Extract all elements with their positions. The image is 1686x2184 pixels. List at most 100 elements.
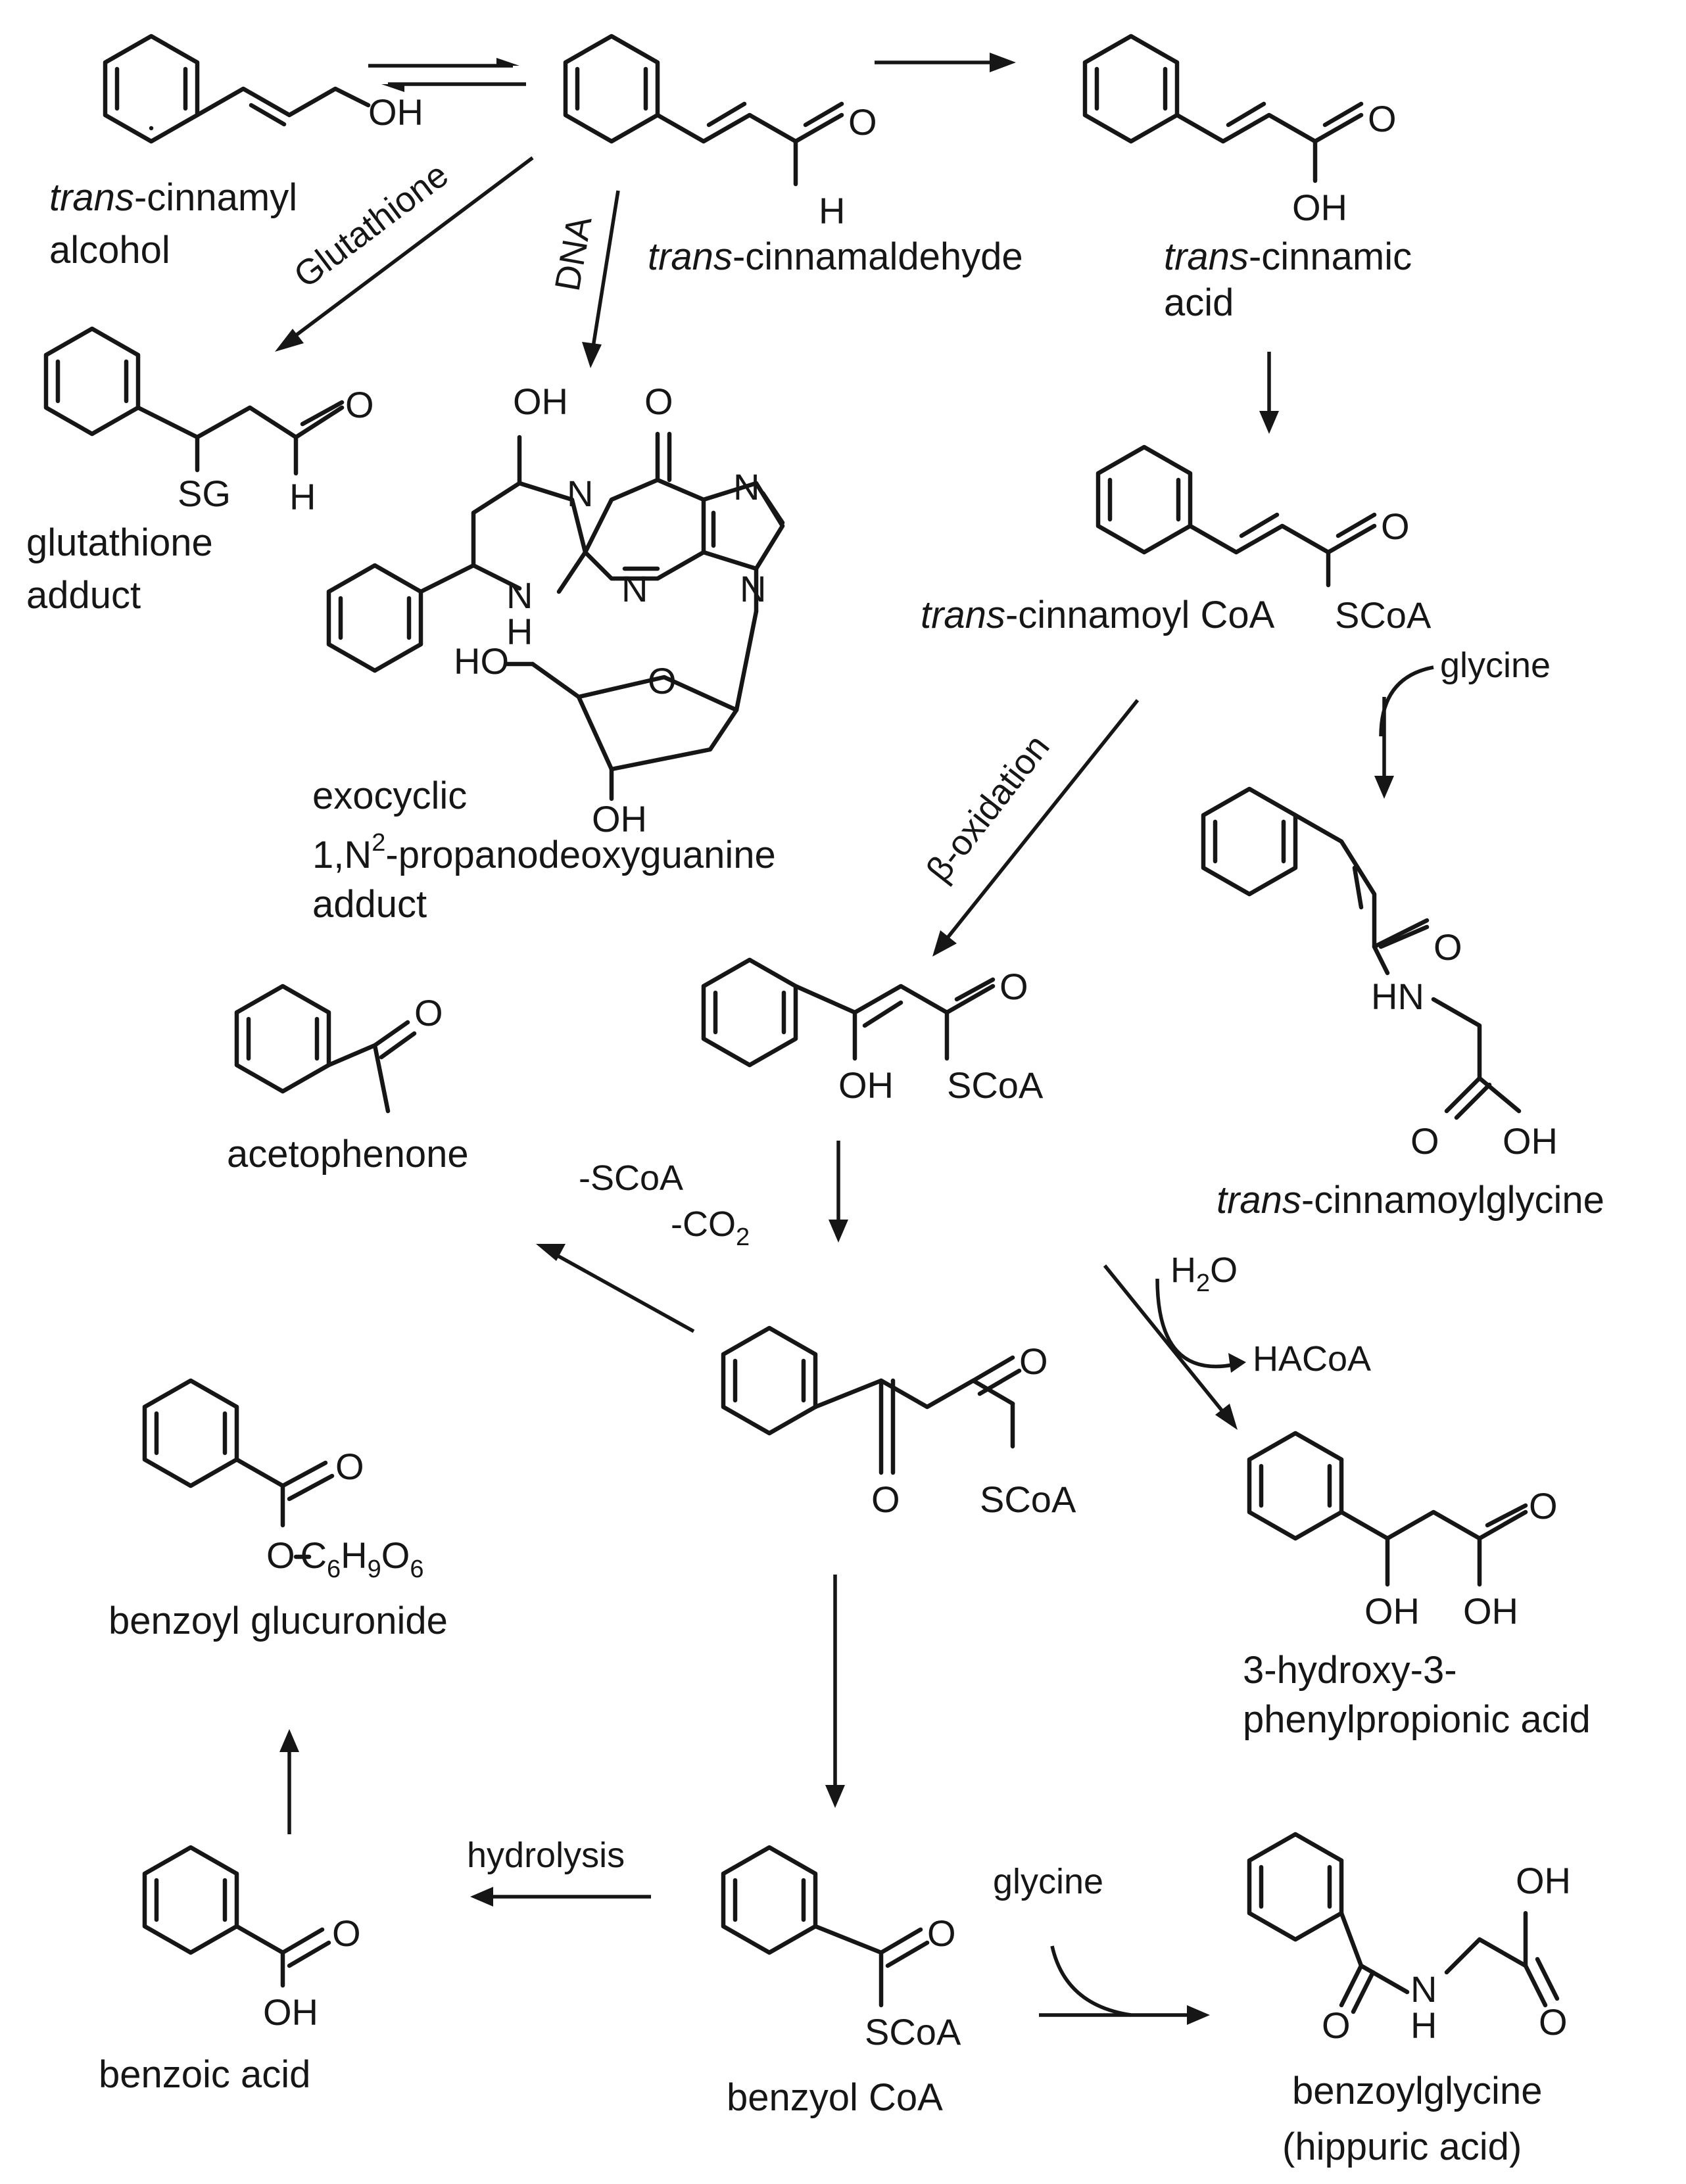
glutathione-adduct-structure: O SG H (43, 326, 374, 517)
atom-o-enol: O (1000, 966, 1028, 1007)
label-cinnamic-acid-2: acid (1164, 281, 1234, 324)
atom-oh-cgly: OH (1503, 1120, 1558, 1162)
atom-h: H (819, 190, 845, 231)
atom-o-keto2: O (871, 1479, 900, 1520)
atom-n-hip: N (1410, 1968, 1437, 2010)
label-cinnamic-acid: trans-cinnamic (1164, 235, 1412, 278)
reaction-water: H2O (1170, 1250, 1238, 1297)
arrow-glycine-bottom (1039, 1945, 1210, 2025)
atom-oh-acid: OH (1292, 187, 1347, 228)
atom-o: O (848, 101, 877, 143)
atom-o1-hip: O (1322, 2005, 1351, 2046)
arrow-to-cinnamoyl-coa (1259, 352, 1279, 434)
atom-o-cgly: O (1433, 926, 1462, 968)
arrow-beta-oxidation (932, 699, 1140, 957)
atom-o-gsh: O (345, 384, 374, 425)
label-dna-adduct: exocyclic (312, 774, 467, 817)
atom-o-hpa: O (1529, 1485, 1558, 1527)
atom-oh-enol: OH (838, 1064, 894, 1106)
atom-scoa-bzcoa: SCoA (865, 2011, 961, 2053)
arrow-to-acetophenone (536, 1244, 695, 1333)
label-hippuric-acid: (hippuric acid) (1282, 2125, 1522, 2168)
label-cinnamyl-alcohol-2: alcohol (49, 229, 170, 272)
label-acetophenone: acetophenone (227, 1133, 469, 1175)
label-benzoic-acid: benzoic acid (99, 2053, 310, 2096)
arrow-to-benzoyl-coa (825, 1575, 845, 1808)
atom-scoa-keto: SCoA (980, 1479, 1076, 1520)
atom-o-gluc: O (335, 1446, 364, 1487)
atom-scoa-cinnamoyl: SCoA (1335, 594, 1432, 636)
atom-o-bzcoa: O (927, 1912, 956, 1954)
atom-ho-sugar: HO (454, 640, 509, 682)
atom-o-cinnamoyl: O (1381, 506, 1410, 547)
arrow-oxidation (875, 53, 1016, 72)
label-cinnamyl-alcohol: trans-cinnamyl (49, 176, 297, 219)
atom-sg: SG (178, 473, 231, 514)
atom-n1: N (567, 473, 593, 514)
atom-o-sugar: O (648, 660, 677, 701)
benzoylglycine-structure: OH N H O O (1247, 1832, 1571, 2046)
atom-o-keto1: O (1019, 1341, 1048, 1382)
atom-o2-cgly: O (1410, 1120, 1439, 1162)
label-hydroxy-acid: 3-hydroxy-3- (1243, 1649, 1457, 1692)
reaction-dna: DNA (548, 213, 600, 294)
benzoic-acid-structure: O OH (142, 1845, 361, 2033)
reaction-glycine-bottom: glycine (993, 1862, 1103, 1901)
atom-h-gsh: H (289, 476, 316, 517)
arrow-glycine-top (1374, 665, 1434, 799)
arrow-glutathione (275, 156, 534, 352)
label-glutathione-adduct: glutathione (26, 521, 213, 564)
arrow-hydrolysis (470, 1887, 651, 1907)
atom-oh-ring: OH (513, 381, 568, 422)
atom-o-benzoic: O (332, 1912, 361, 1954)
atom-oh-benzoic: OH (263, 1991, 318, 2033)
reaction-beta-oxidation: β-oxidation (919, 727, 1057, 889)
reaction-glycine-top: glycine (1440, 646, 1551, 685)
reaction-hydrolysis: hydrolysis (467, 1836, 625, 1875)
reaction-glutathione: Glutathione (287, 154, 456, 295)
cinnamyl-alcohol-structure: OH (103, 34, 423, 144)
atom-n7: N (733, 466, 759, 508)
atom-o-aceto: O (414, 992, 443, 1033)
cinnamaldehyde-structure: O H (563, 34, 877, 231)
label-benzoylglycine: benzoylglycine (1292, 2070, 1542, 2112)
atom-hn-cgly: HN (1371, 976, 1424, 1017)
atom-o-carbonyl: O (644, 381, 673, 422)
atom-oh1-hpa: OH (1364, 1590, 1420, 1632)
reaction-haco: HACoA (1253, 1339, 1371, 1379)
hydroxy-phenylpropionic-acid-structure: O OH OH (1247, 1431, 1558, 1632)
label-benzoyl-coa: benzyol CoA (727, 2076, 943, 2119)
cinnamoylglycine-structure: O HN O OH (1201, 786, 1558, 1162)
atom-o-acid: O (1368, 98, 1397, 139)
arrow-enol-to-keto (829, 1141, 848, 1243)
label-glutathione-adduct-2: adduct (26, 574, 141, 617)
benzoyl-coa-structure: O SCoA (721, 1845, 961, 2053)
arrow-dna (582, 190, 620, 368)
atom-oh-sugar: OH (592, 798, 647, 840)
reaction-minus-scoa: -SCoA (579, 1158, 683, 1198)
atom-nh: N (506, 575, 533, 616)
atom-scoa-enol: SCoA (947, 1064, 1044, 1106)
cinnamic-acid-structure: O OH (1082, 34, 1397, 228)
atom-oh2-hpa: OH (1463, 1590, 1518, 1632)
acetophenone-structure: O (234, 984, 443, 1114)
label-dna-adduct-3: adduct (312, 883, 427, 926)
label-dna-adduct-2: 1,N2-propanodeoxyguanine (312, 829, 776, 876)
label-hydroxy-acid-2: phenylpropionic acid (1243, 1698, 1591, 1741)
hydroxycinnamoyl-coa-structure: O OH SCoA (701, 957, 1044, 1106)
label-cinnamoyl-coa: trans-cinnamoyl CoA (921, 594, 1275, 636)
arrow-to-hydroxy-acid (1103, 1264, 1246, 1430)
label-benzoyl-glucuronide: benzoyl glucuronide (108, 1600, 448, 1642)
atom-oh-hip: OH (1516, 1860, 1571, 1901)
atom-o2-hip: O (1539, 2001, 1568, 2043)
equilibrium-arrows (368, 58, 526, 92)
label-cinnamoylglycine: trans-cinnamoylglycine (1216, 1179, 1604, 1222)
atom-h-hip: H (1410, 2005, 1437, 2046)
cinnamoyl-coa-structure: O SCoA (1096, 444, 1432, 636)
label-cinnamaldehyde: trans-cinnamaldehyde (648, 235, 1023, 278)
atom-n3: N (621, 568, 648, 609)
benzoylacetyl-coa-structure: O O SCoA (721, 1325, 1076, 1520)
